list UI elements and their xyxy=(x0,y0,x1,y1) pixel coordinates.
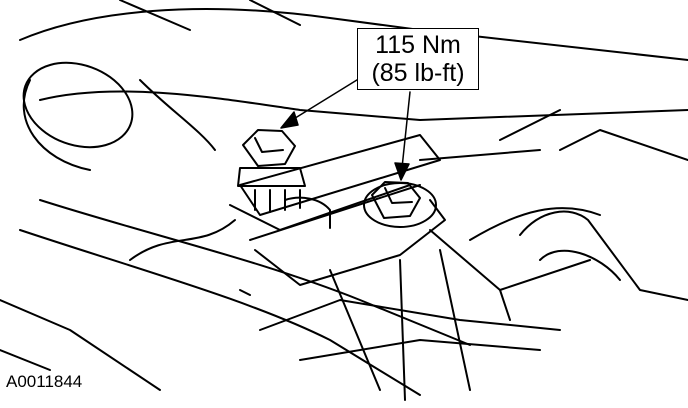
callout-arrows xyxy=(280,74,411,181)
diagonal-member xyxy=(39,199,471,346)
right-bolt xyxy=(363,181,437,228)
figure-id: A0011844 xyxy=(6,372,83,391)
bracket-strap xyxy=(239,134,441,216)
torque-metric-label: 115 Nm xyxy=(375,31,461,59)
torque-callout: 115 Nm (85 lb-ft) xyxy=(357,28,479,90)
mounting-plate xyxy=(254,199,446,286)
torque-imperial-label: (85 lb-ft) xyxy=(371,59,465,87)
round-boss xyxy=(22,61,134,149)
upper-frame-rail xyxy=(19,8,688,61)
upper-frame-rail-lower xyxy=(39,90,688,121)
left-bolt xyxy=(237,129,331,229)
